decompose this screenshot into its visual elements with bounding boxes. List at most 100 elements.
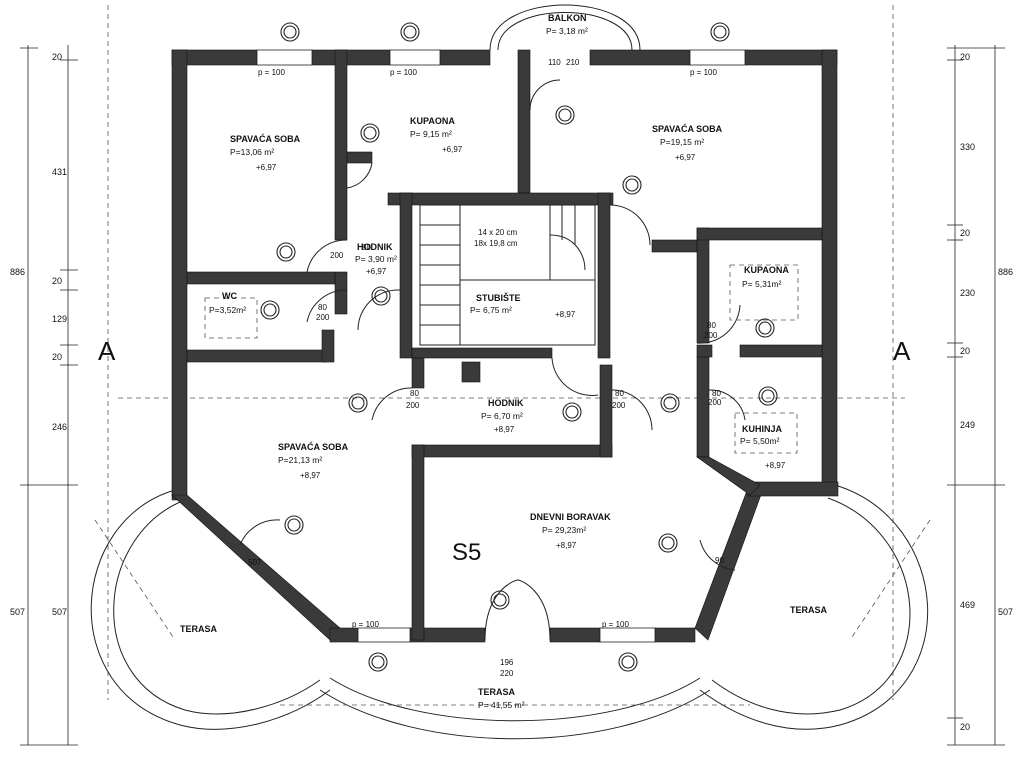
door-210: 210 (566, 58, 580, 67)
door-200-2: 200 (316, 313, 330, 322)
area-spavaca-3: P=21,13 m² (278, 455, 322, 465)
door-80-3: 80 (410, 389, 419, 398)
label-stubiste: STUBIŠTE (476, 292, 521, 303)
area-terasa-bottom: P= 41,55 m² (478, 700, 525, 710)
door-200-3: 200 (406, 401, 420, 410)
label-kupaona-1: KUPAONA (410, 116, 455, 126)
dim-right-249: 249 (960, 420, 975, 430)
right-dimensions: 20 330 20 230 20 249 469 20 886 507 (947, 45, 1013, 746)
dim-left-246: 246 (52, 422, 67, 432)
site-dashed-lines (107, 5, 905, 700)
door-220: 220 (500, 669, 514, 678)
level-hodnik-1: +6,97 (366, 267, 387, 276)
area-spavaca-2: P=19,15 m² (660, 137, 704, 147)
level-spavaca-2: +6,97 (675, 153, 696, 162)
door-90: 90 (715, 556, 724, 565)
dim-left-20a: 20 (52, 52, 62, 62)
stair-note-1: 14 x 20 cm (478, 228, 517, 237)
door-swings (239, 79, 746, 641)
area-kupaona-1: P= 9,15 m² (410, 129, 452, 139)
level-spavaca-1: +6,97 (256, 163, 277, 172)
dim-right-230: 230 (960, 288, 975, 298)
section-letter-right: A (893, 336, 911, 366)
dim-right-20d: 20 (960, 722, 970, 732)
dim-right-outer-bottom: 507 (998, 607, 1013, 617)
level-hodnik-2: +8,97 (494, 425, 515, 434)
light-fixtures (260, 22, 778, 672)
door-200-4: 200 (612, 401, 626, 410)
area-balkon: P= 3,18 m² (546, 26, 588, 36)
dim-right-469: 469 (960, 600, 975, 610)
area-stubiste: P= 6,75 m² (470, 305, 512, 315)
exterior-walls (171, 49, 839, 643)
dim-right-20a: 20 (960, 52, 970, 62)
window-labels: p = 100 p = 100 p = 100 p = 100 p = 100 (258, 68, 717, 629)
level-kuhinja: +8,97 (765, 461, 786, 470)
dim-right-outer-total: 886 (998, 267, 1013, 277)
label-spavaca-3: SPAVAĆA SOBA (278, 441, 349, 452)
balcony-outline (489, 4, 641, 51)
window-label-3: p = 100 (690, 68, 717, 77)
window-label-4: p = 100 (352, 620, 379, 629)
dim-left-outer-bottom: 507 (10, 607, 25, 617)
room-labels: BALKON P= 3,18 m² SPAVAĆA SOBA P=13,06 m… (98, 13, 911, 710)
area-spavaca-1: P=13,06 m² (230, 147, 274, 157)
area-hodnik-2: P= 6,70 m² (481, 411, 523, 421)
label-spavaca-1: SPAVAĆA SOBA (230, 133, 301, 144)
label-spavaca-2: SPAVAĆA SOBA (652, 123, 723, 134)
door-110: 110 (548, 58, 561, 67)
interior-walls (186, 49, 823, 641)
door-507: 507 (248, 558, 262, 567)
label-dnevni: DNEVNI BORAVAK (530, 512, 611, 522)
door-80-6: 80 (712, 389, 721, 398)
level-stubiste: +8,97 (555, 310, 576, 319)
window-label-2: p = 100 (390, 68, 417, 77)
door-200-5: 200 (704, 331, 718, 340)
level-dnevni: +8,97 (556, 541, 577, 550)
label-wc: WC (222, 291, 237, 301)
label-kupaona-2: KUPAONA (744, 265, 789, 275)
dim-left-129: 129 (52, 314, 67, 324)
dim-right-330: 330 (960, 142, 975, 152)
label-hodnik-1: HODNIK (357, 242, 393, 252)
dim-right-20b: 20 (960, 228, 970, 238)
window-label-5: p = 100 (602, 620, 629, 629)
windows (256, 49, 746, 643)
stair-note-2: 18x 19,8 cm (474, 239, 518, 248)
dim-left-20b: 20 (52, 276, 62, 286)
left-dimensions: 886 507 20 431 20 129 20 246 507 (10, 45, 78, 746)
door-80-4: 80 (615, 389, 624, 398)
staircase (419, 204, 596, 346)
door-80-2: 80 (318, 303, 327, 312)
door-196: 196 (500, 658, 514, 667)
label-kuhinja: KUHINJA (742, 424, 783, 434)
door-200-1: 200 (330, 251, 344, 260)
window-label-1: p = 100 (258, 68, 285, 77)
dim-left-431: 431 (52, 167, 67, 177)
dim-left-20c: 20 (52, 352, 62, 362)
door-200-6: 200 (708, 398, 722, 407)
section-letter-left: A (98, 336, 116, 366)
label-terasa-right: TERASA (790, 605, 828, 615)
level-kupaona-1: +6,97 (442, 145, 463, 154)
dim-left-507: 507 (52, 607, 67, 617)
area-kupaona-2: P= 5,31m² (742, 279, 782, 289)
terrace-outlines (90, 484, 931, 740)
label-balkon: BALKON (548, 13, 587, 23)
label-hodnik-2: HODNIK (488, 398, 524, 408)
dim-right-20c: 20 (960, 346, 970, 356)
area-wc: P=3,52m² (209, 305, 246, 315)
area-hodnik-1: P= 3,90 m² (355, 254, 397, 264)
area-kuhinja: P= 5,50m² (740, 436, 780, 446)
door-80-1: 80 (362, 243, 371, 252)
level-spavaca-3: +8,97 (300, 471, 321, 480)
fixture-boxes (204, 264, 799, 454)
door-80-5: 80 (707, 321, 716, 330)
dim-left-outer-total: 886 (10, 267, 25, 277)
label-terasa-bottom: TERASA (478, 687, 516, 697)
door-labels: 80 200 80 200 80 200 80 200 80 200 80 20… (248, 58, 724, 678)
label-terasa-left: TERASA (180, 624, 218, 634)
area-dnevni: P= 29,23m² (542, 525, 586, 535)
section-marker: S5 (452, 539, 481, 566)
